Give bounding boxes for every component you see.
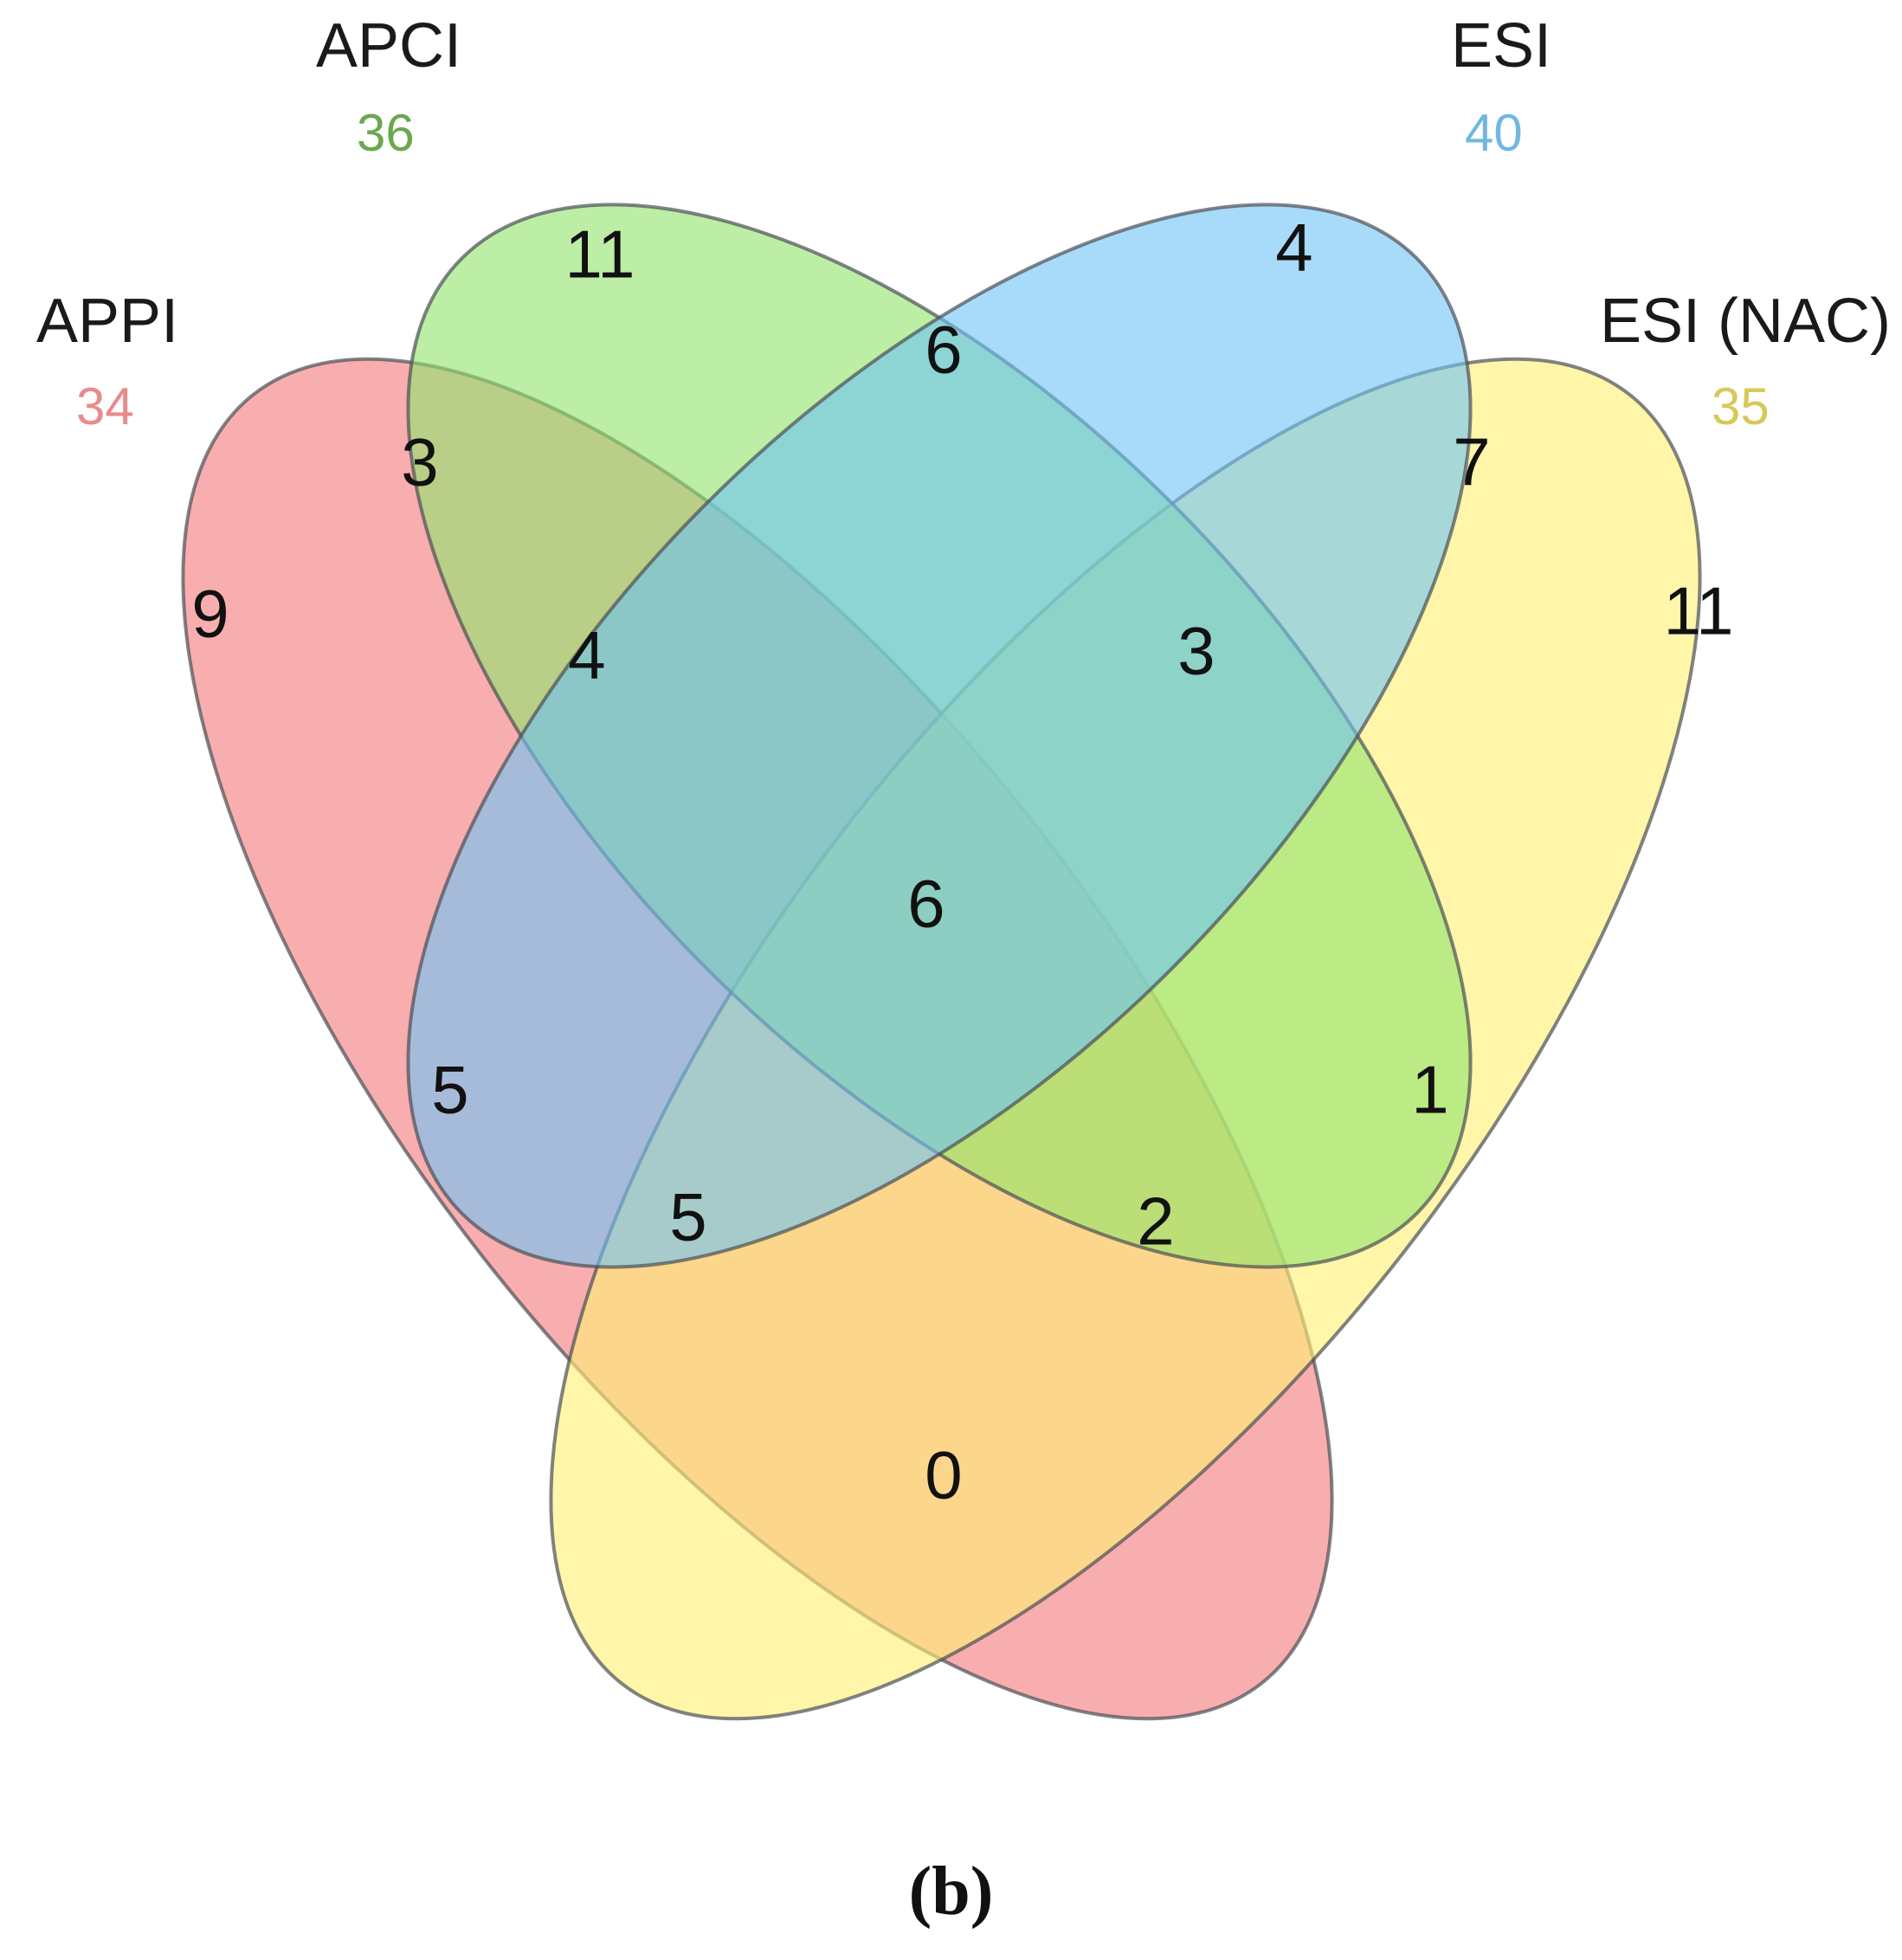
set-name-esi: ESI xyxy=(1451,11,1551,81)
set-total-apci: 36 xyxy=(357,104,415,162)
set-total-esi: 40 xyxy=(1465,104,1523,162)
region-count-appi-apci: 3 xyxy=(401,424,438,500)
region-count-appi-apci-esinac: 2 xyxy=(1137,1183,1174,1260)
region-count-appi-only: 9 xyxy=(191,576,229,652)
region-count-esi-esinac: 7 xyxy=(1453,424,1490,500)
region-count-appi-esinac: 0 xyxy=(925,1437,962,1513)
region-count-appi-esi: 5 xyxy=(431,1052,468,1128)
set-name-esi-nac: ESI (NAC) xyxy=(1600,287,1891,356)
set-name-apci: APCI xyxy=(316,11,461,81)
region-count-apci-esi: 6 xyxy=(925,312,962,388)
region-count-apci-esi-esinac: 3 xyxy=(1177,613,1215,689)
set-name-appi: APPI xyxy=(36,287,178,356)
region-count-all-four: 6 xyxy=(907,866,945,942)
set-total-esi-nac: 35 xyxy=(1712,377,1770,435)
ellipse-esi xyxy=(406,203,1473,1269)
region-count-appi-esi-esinac: 5 xyxy=(669,1179,706,1255)
figure-caption: (b) xyxy=(908,1854,994,1930)
region-count-esi-only: 4 xyxy=(1275,210,1312,286)
set-total-appi: 34 xyxy=(76,377,134,435)
region-count-apci-esinac: 1 xyxy=(1411,1052,1448,1128)
region-count-appi-apci-esi: 4 xyxy=(568,617,605,693)
region-count-esinac-only: 11 xyxy=(1664,573,1734,649)
region-count-apci-only: 11 xyxy=(565,216,635,293)
